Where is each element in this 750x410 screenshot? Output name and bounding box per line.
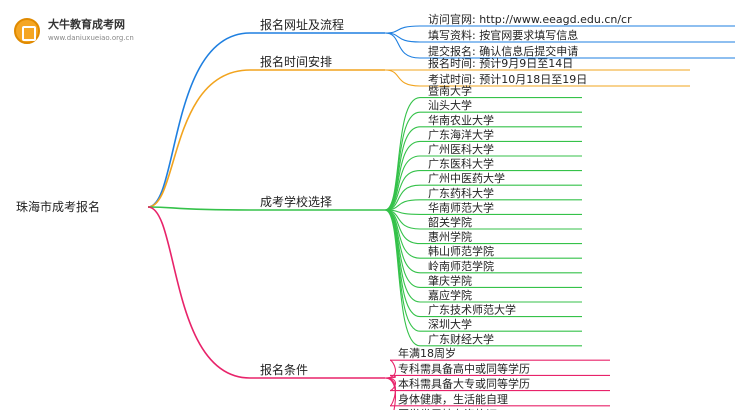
- leaf-label[interactable]: 广东药科大学: [428, 186, 494, 200]
- leaf-connector: [384, 209, 421, 347]
- branch-label[interactable]: 报名时间安排: [260, 54, 332, 69]
- leaf-label[interactable]: 暨南大学: [428, 84, 472, 98]
- leaf-label[interactable]: 医学类需持有资格证: [398, 407, 497, 410]
- branch-connector: [147, 69, 251, 208]
- leaf-label[interactable]: 广东技术师范大学: [428, 303, 516, 317]
- branch-connector: [147, 206, 251, 211]
- leaf-label[interactable]: 广东海洋大学: [428, 127, 494, 141]
- leaf-label[interactable]: 填写资料: 按官网要求填写信息: [428, 28, 578, 42]
- leaf-label[interactable]: 岭南师范学院: [428, 259, 494, 273]
- branch-connector: [147, 206, 251, 379]
- leaf-connector: [384, 32, 421, 59]
- branch-label[interactable]: 成考学校选择: [260, 194, 332, 209]
- root-node-label: 珠海市成考报名: [16, 199, 100, 214]
- leaf-label[interactable]: 提交报名: 确认信息后提交申请: [428, 44, 578, 58]
- site-logo[interactable]: 大牛教育成考网 www.daniuxueiao.org.cn: [14, 14, 144, 50]
- leaf-connector: [384, 126, 421, 211]
- branch-label[interactable]: 报名网址及流程: [260, 17, 344, 32]
- leaf-label[interactable]: 访问官网: http://www.eeagd.edu.cn/cr: [428, 12, 632, 26]
- leaf-label[interactable]: 年满18周岁: [398, 346, 456, 360]
- leaf-label[interactable]: 惠州学院: [428, 230, 472, 244]
- leaf-label[interactable]: 华南农业大学: [428, 113, 494, 127]
- logo-badge-icon: [14, 18, 40, 44]
- leaf-connector: [384, 377, 396, 407]
- leaf-label[interactable]: 广东财经大学: [428, 332, 494, 346]
- leaf-connector: [384, 25, 421, 34]
- leaf-label[interactable]: 本科需具备大专或同等学历: [398, 377, 530, 391]
- logo-title: 大牛教育成考网: [48, 18, 125, 31]
- leaf-label[interactable]: 考试时间: 预计10月18日至19日: [428, 73, 587, 86]
- leaf-connector: [384, 377, 397, 410]
- leaf-label[interactable]: 广州中医药大学: [428, 171, 505, 185]
- leaf-label[interactable]: 广州医科大学: [428, 142, 494, 156]
- leaf-connector: [384, 170, 421, 211]
- leaf-label[interactable]: 报名时间: 预计9月9日至14日: [428, 56, 573, 70]
- leaf-label[interactable]: 嘉应学院: [428, 288, 472, 302]
- leaf-label[interactable]: 深圳大学: [428, 317, 472, 331]
- leaf-label[interactable]: 韩山师范学院: [428, 244, 494, 258]
- leaf-label[interactable]: 韶关学院: [428, 215, 472, 229]
- leaf-label[interactable]: 专科需具备高中或同等学历: [398, 361, 530, 375]
- branch-label[interactable]: 报名条件: [260, 362, 308, 377]
- leaf-connector: [384, 69, 421, 87]
- branch-connector: [147, 32, 251, 208]
- leaf-label[interactable]: 汕头大学: [428, 98, 472, 112]
- leaf-label[interactable]: 广东医科大学: [428, 157, 494, 171]
- logo-url: www.daniuxueiao.org.cn: [48, 34, 134, 42]
- leaf-label[interactable]: 身体健康，生活能自理: [398, 392, 508, 406]
- leaf-label[interactable]: 肇庆学院: [428, 273, 472, 287]
- leaf-label[interactable]: 华南师范大学: [428, 200, 494, 214]
